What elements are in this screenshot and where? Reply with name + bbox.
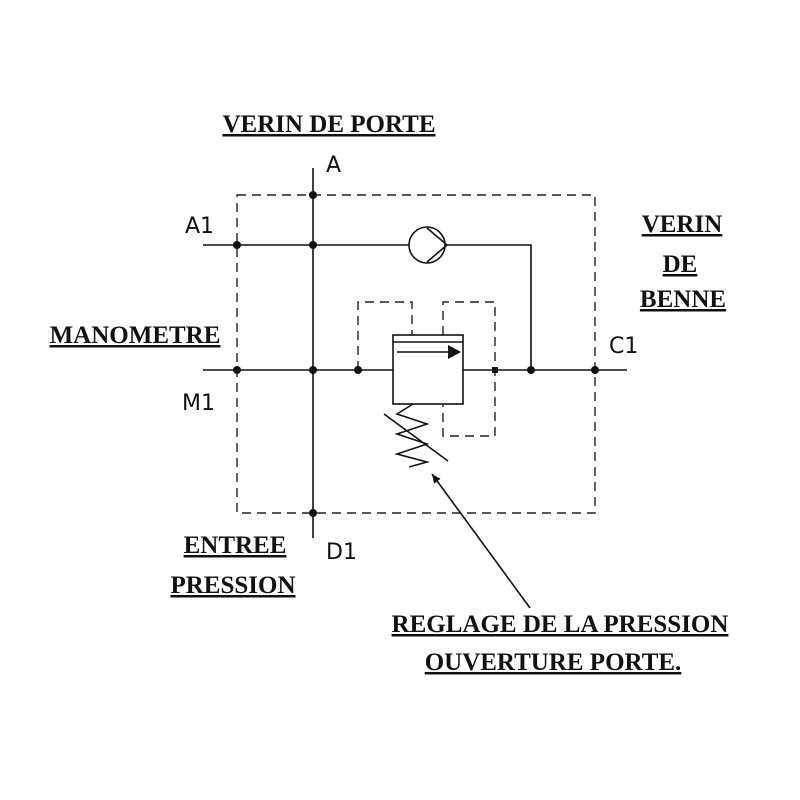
label-verin-benne-line2: DE bbox=[663, 251, 698, 278]
spring-adjust-arrow bbox=[383, 413, 449, 462]
relief-valve-arrowhead bbox=[448, 345, 461, 359]
junction-dot-check-return bbox=[527, 366, 535, 374]
label-entree: ENTREE bbox=[184, 532, 287, 559]
label-reglage-pression: REGLAGE DE LA PRESSION bbox=[392, 611, 729, 638]
line-check-to-c1 bbox=[447, 244, 532, 370]
pilot-line-left bbox=[357, 301, 413, 370]
check-valve-seat bbox=[426, 227, 449, 263]
label-verin-de-porte: VERIN DE PORTE bbox=[222, 111, 435, 138]
port-label-a: A bbox=[326, 153, 341, 178]
check-valve-ball bbox=[408, 226, 446, 264]
junction-dot-a-top bbox=[309, 191, 317, 199]
junction-dot-m1-outline bbox=[233, 366, 241, 374]
label-pression: PRESSION bbox=[170, 572, 295, 599]
relief-valve-body bbox=[392, 334, 464, 405]
valve-block-outline bbox=[236, 194, 596, 514]
junction-dot-a1-main bbox=[309, 241, 317, 249]
junction-dot-m1-main bbox=[309, 366, 317, 374]
junction-dot-pilot bbox=[354, 366, 362, 374]
port-label-m1: M1 bbox=[182, 391, 215, 416]
port-label-d1: D1 bbox=[326, 540, 357, 565]
label-verin-benne-line3: BENNE bbox=[640, 286, 726, 313]
label-verin-benne-line1: VERIN bbox=[642, 211, 723, 238]
port-label-a1: A1 bbox=[185, 214, 214, 239]
port-label-c1: C1 bbox=[609, 334, 638, 359]
pilot-line-right bbox=[442, 301, 496, 437]
junction-dot-a1-outline bbox=[233, 241, 241, 249]
junction-dot-d1-bottom bbox=[309, 509, 317, 517]
junction-dot-c1-outline bbox=[591, 366, 599, 374]
reglage-leader-arrow bbox=[431, 473, 531, 609]
junction-dot-pilot-right bbox=[492, 367, 498, 373]
label-manometre: MANOMETRE bbox=[50, 322, 221, 349]
label-ouverture-porte: OUVERTURE PORTE. bbox=[425, 649, 682, 676]
spring bbox=[394, 403, 431, 468]
